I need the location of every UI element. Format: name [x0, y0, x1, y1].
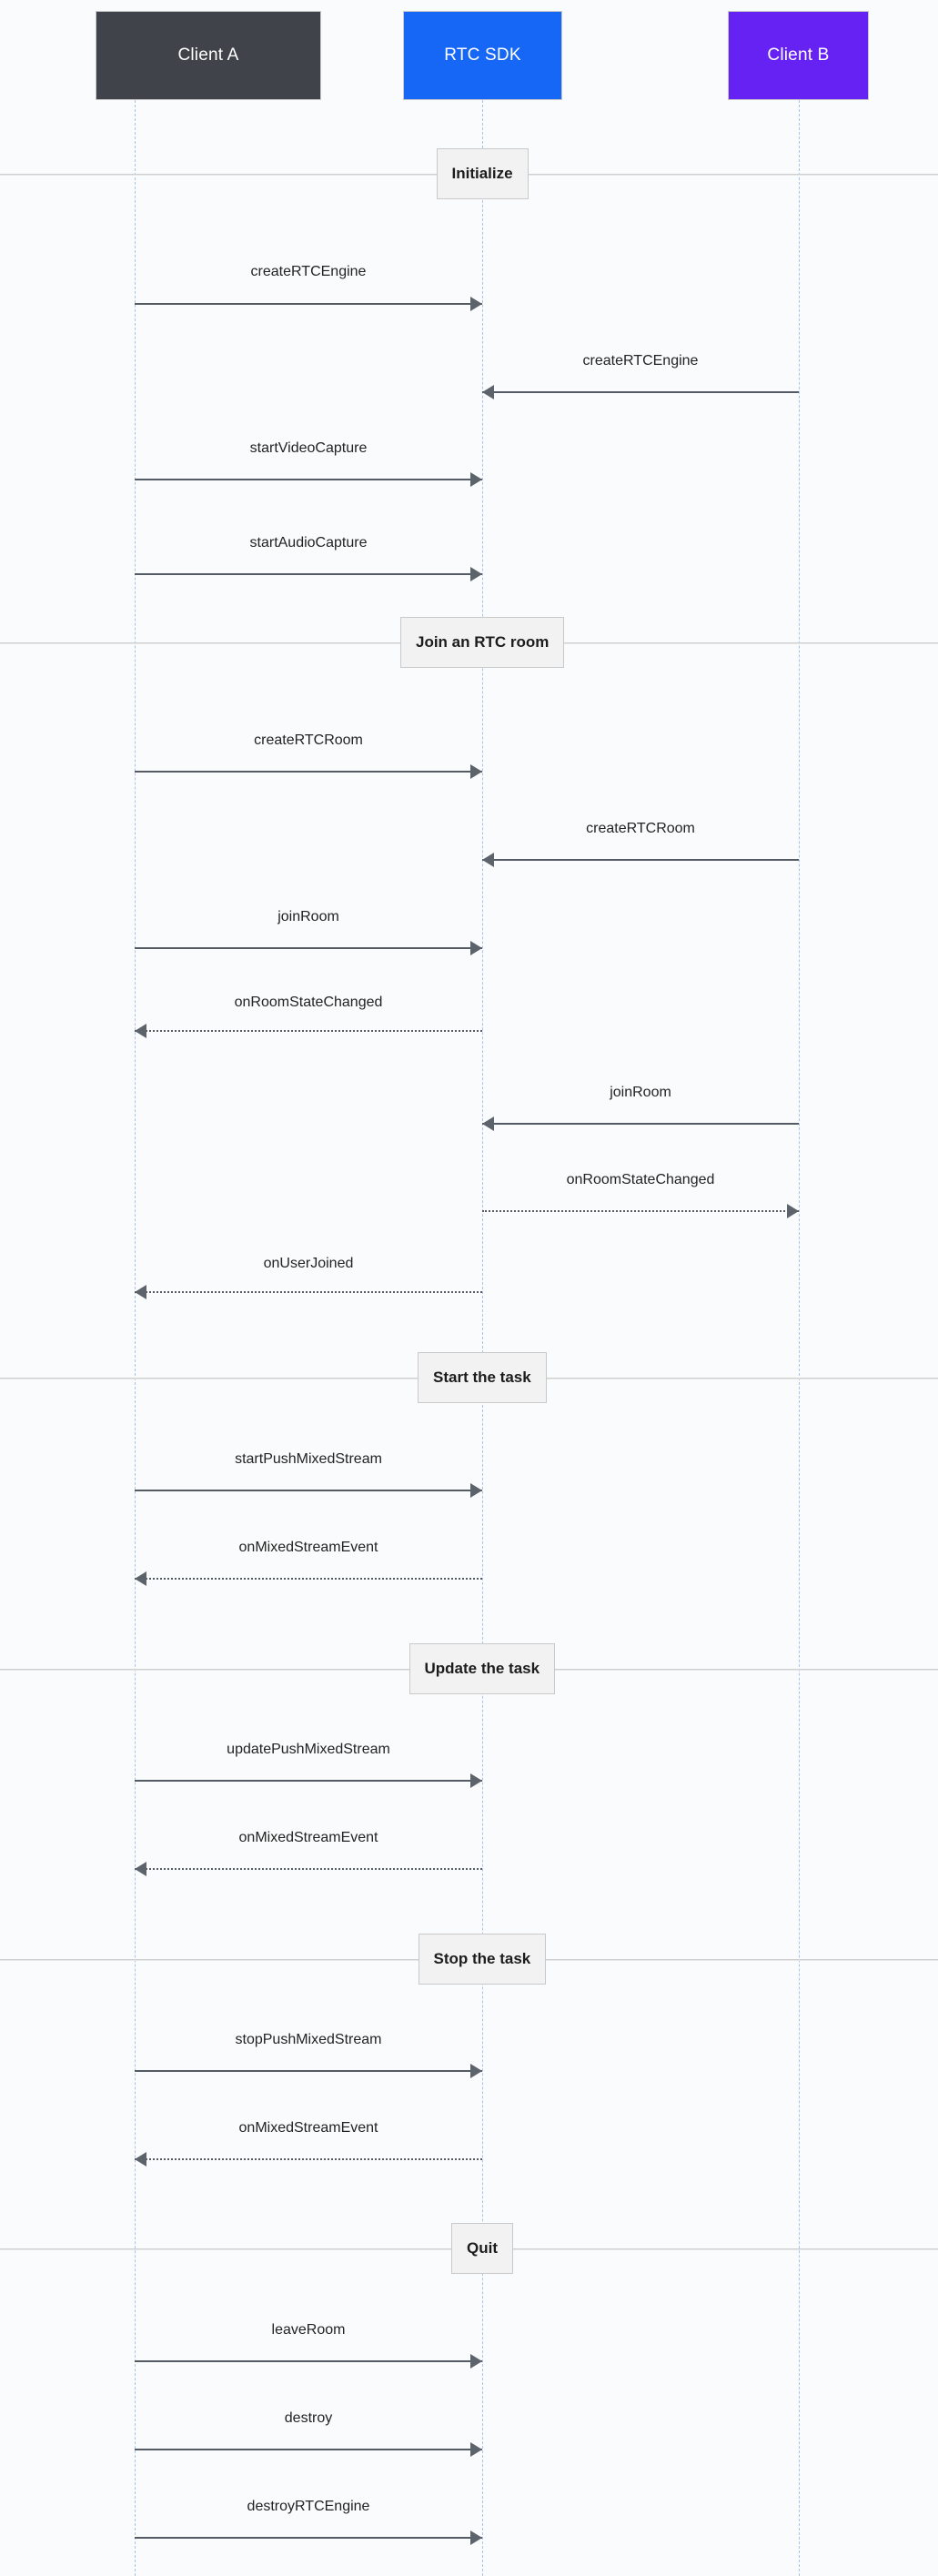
- arrow-head-left-icon: [135, 1862, 146, 1876]
- message-line: [135, 771, 482, 773]
- message-line: [482, 391, 799, 393]
- message-line: [135, 2070, 482, 2072]
- arrow-head-right-icon: [470, 2442, 482, 2457]
- section-label-update-task: Update the task: [408, 1643, 556, 1694]
- section-label-start-task: Start the task: [418, 1352, 547, 1403]
- message-label: createRTCRoom: [254, 732, 363, 748]
- message-label: onRoomStateChanged: [234, 995, 383, 1010]
- lifeline-a: [135, 100, 136, 2576]
- message-label: onMixedStreamEvent: [238, 1830, 378, 1845]
- message-label: destroyRTCEngine: [247, 2499, 370, 2514]
- section-label-text: Quit: [467, 2239, 498, 2257]
- section-label-initialize: Initialize: [436, 148, 529, 199]
- arrow-head-left-icon: [482, 1116, 494, 1131]
- arrow-head-left-icon: [482, 853, 494, 867]
- message-line: [135, 303, 482, 305]
- actor-label: RTC SDK: [444, 45, 521, 65]
- message-line: [135, 1030, 482, 1032]
- message-line: [135, 2360, 482, 2362]
- arrow-head-right-icon: [470, 567, 482, 581]
- arrow-head-right-icon: [470, 2354, 482, 2369]
- actor-a[interactable]: Client A: [96, 11, 321, 100]
- actor-sdk[interactable]: RTC SDK: [403, 11, 562, 100]
- arrow-head-left-icon: [482, 385, 494, 399]
- arrow-head-left-icon: [135, 2152, 146, 2167]
- message-label: onMixedStreamEvent: [238, 2120, 378, 2136]
- lifeline-b: [799, 100, 800, 2576]
- message-line: [135, 573, 482, 575]
- arrow-head-right-icon: [470, 297, 482, 311]
- message-label: joinRoom: [610, 1085, 671, 1100]
- arrow-head-left-icon: [135, 1571, 146, 1586]
- section-label-text: Join an RTC room: [416, 633, 550, 651]
- section-label-text: Start the task: [433, 1369, 531, 1386]
- message-line: [135, 2158, 482, 2160]
- section-label-join-room: Join an RTC room: [400, 617, 565, 668]
- message-label: onMixedStreamEvent: [238, 1540, 378, 1555]
- message-line: [135, 2537, 482, 2539]
- arrow-head-left-icon: [135, 1024, 146, 1038]
- message-label: createRTCEngine: [582, 353, 699, 369]
- message-label: leaveRoom: [271, 2322, 346, 2338]
- message-line: [135, 1578, 482, 1580]
- arrow-head-right-icon: [470, 941, 482, 955]
- message-label: joinRoom: [277, 909, 339, 924]
- message-label: destroy: [284, 2410, 333, 2426]
- actor-label: Client B: [767, 45, 830, 65]
- actor-b[interactable]: Client B: [728, 11, 869, 100]
- arrow-head-left-icon: [135, 1285, 146, 1299]
- message-label: onRoomStateChanged: [566, 1172, 715, 1187]
- message-line: [135, 479, 482, 480]
- message-label: startPushMixedStream: [235, 1451, 382, 1467]
- message-label: stopPushMixedStream: [235, 2032, 382, 2047]
- message-line: [482, 859, 799, 861]
- arrow-head-right-icon: [470, 764, 482, 779]
- arrow-head-right-icon: [470, 1483, 482, 1498]
- message-label: updatePushMixedStream: [227, 1742, 390, 1757]
- message-line: [135, 1868, 482, 1870]
- message-label: createRTCEngine: [250, 264, 367, 279]
- message-label: startVideoCapture: [249, 440, 368, 456]
- arrow-head-right-icon: [470, 2531, 482, 2545]
- message-label: createRTCRoom: [586, 821, 695, 836]
- arrow-head-right-icon: [470, 1773, 482, 1788]
- message-line: [135, 1291, 482, 1293]
- message-line: [135, 2449, 482, 2450]
- message-line: [482, 1123, 799, 1125]
- section-label-quit: Quit: [451, 2223, 513, 2274]
- section-label-text: Stop the task: [433, 1950, 531, 1967]
- arrow-head-right-icon: [470, 2064, 482, 2078]
- actor-label: Client A: [177, 45, 239, 65]
- arrow-head-right-icon: [470, 472, 482, 487]
- message-line: [135, 1490, 482, 1491]
- section-label-text: Update the task: [424, 1660, 540, 1677]
- message-line: [135, 1780, 482, 1782]
- message-label: startAudioCapture: [249, 535, 368, 551]
- section-label-stop-task: Stop the task: [418, 1934, 547, 1985]
- message-label: onUserJoined: [263, 1256, 354, 1271]
- arrow-head-right-icon: [787, 1204, 799, 1218]
- message-line: [135, 947, 482, 949]
- section-label-text: Initialize: [451, 165, 513, 182]
- lifeline-sdk: [482, 100, 483, 2576]
- message-line: [482, 1210, 799, 1212]
